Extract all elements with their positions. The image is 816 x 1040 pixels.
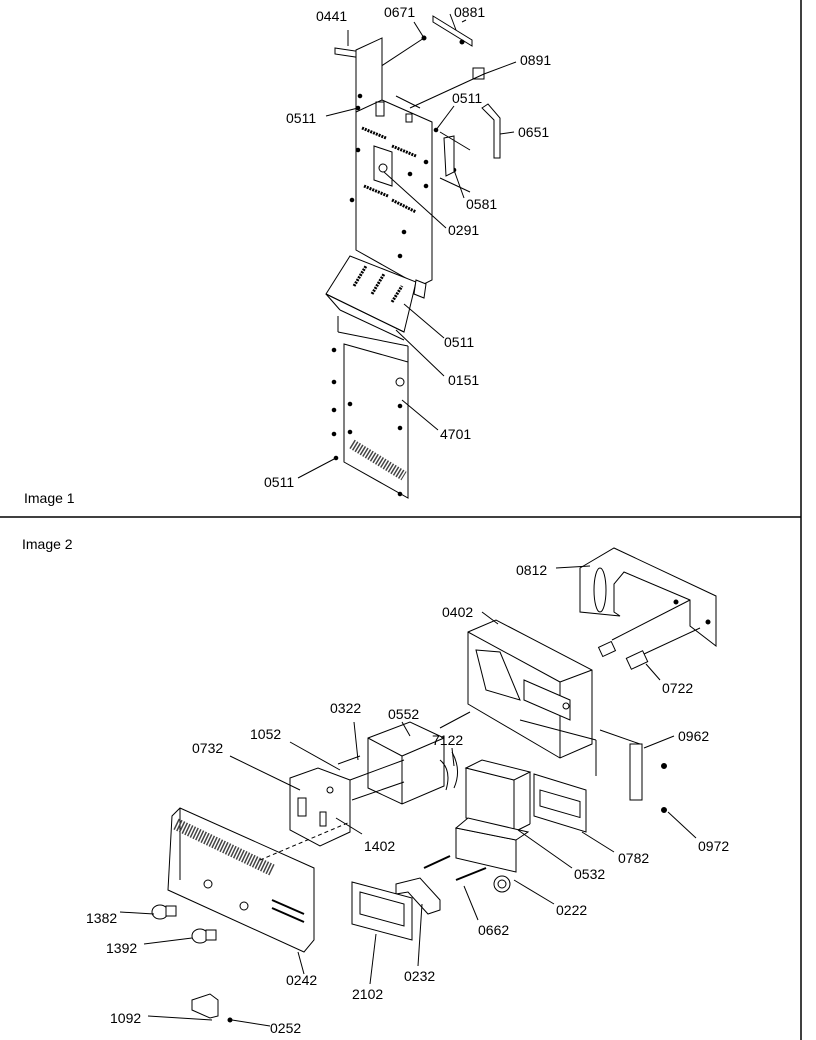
part-0891: [472, 67, 485, 80]
callout-4701: 4701: [440, 426, 472, 442]
part-0812: [579, 547, 717, 648]
part-4701: [343, 343, 409, 499]
callout-0511-b: 0511: [452, 90, 483, 106]
callout-0232: 0232: [404, 968, 436, 984]
callout-0782: 0782: [618, 850, 650, 866]
part-1092: [191, 993, 219, 1019]
callout-0532: 0532: [574, 866, 606, 882]
callout-0402: 0402: [442, 604, 474, 620]
callout-1052: 1052: [250, 726, 282, 742]
callout-0511-a: 0511: [286, 110, 317, 126]
callout-7122: 7122: [432, 732, 464, 748]
upper-panel: [355, 37, 433, 287]
callout-0662: 0662: [478, 922, 510, 938]
image1-parts: [297, 13, 517, 499]
callout-0881: 0881: [454, 4, 486, 20]
part-0782: [533, 773, 587, 833]
callout-0812: 0812: [516, 562, 548, 578]
image2-parts: [119, 547, 717, 1027]
part-0732: [289, 767, 351, 847]
callout-0972: 0972: [698, 838, 730, 854]
callout-1392: 1392: [106, 940, 138, 956]
callout-0891: 0891: [520, 52, 552, 68]
callout-0151: 0151: [448, 372, 480, 388]
callout-0252: 0252: [270, 1020, 302, 1036]
callout-1402: 1402: [364, 838, 396, 854]
part-0232: [395, 877, 441, 915]
callout-0242: 0242: [286, 972, 318, 988]
callout-0732: 0732: [192, 740, 224, 756]
callout-0511-c: 0511: [444, 334, 475, 350]
callout-2102: 2102: [352, 986, 384, 1002]
panel-caption-image-1: Image 1: [24, 490, 75, 506]
callout-0581: 0581: [466, 196, 498, 212]
callout-0552: 0552: [388, 706, 420, 722]
part-2102: [351, 881, 413, 941]
callout-0441: 0441: [316, 8, 348, 24]
callout-0322: 0322: [330, 700, 362, 716]
callout-0291: 0291: [448, 222, 480, 238]
callout-0671: 0671: [384, 4, 416, 20]
callout-1382: 1382: [86, 910, 118, 926]
callout-0722: 0722: [662, 680, 694, 696]
callout-1092: 1092: [110, 1010, 142, 1026]
callout-0511-d: 0511: [264, 474, 295, 490]
part-0962: [629, 743, 643, 801]
part-0881: [432, 15, 473, 47]
part-0722: [597, 640, 617, 658]
callout-0962: 0962: [678, 728, 710, 744]
callout-0651: 0651: [518, 124, 550, 140]
part-0552: [367, 721, 445, 805]
callout-0222: 0222: [556, 902, 588, 918]
panel-caption-image-2: Image 2: [22, 536, 73, 552]
part-0581: [443, 135, 455, 177]
part-0651: [481, 103, 501, 159]
